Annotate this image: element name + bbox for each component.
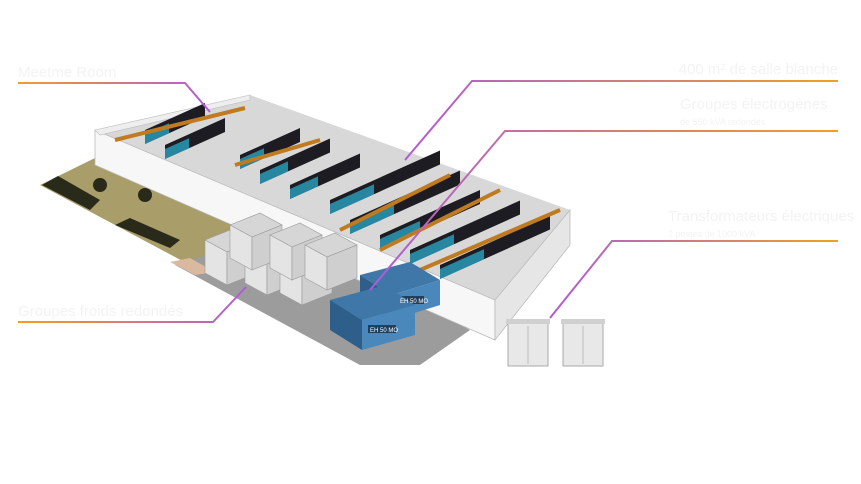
callout-transformers xyxy=(549,240,838,319)
rack-panel xyxy=(380,221,420,249)
label-generators-title: Groupes électrogènes xyxy=(680,96,828,113)
label-generators-sub: de 550 kVA redondés xyxy=(680,117,766,127)
building-floor xyxy=(95,95,570,300)
generator-badge-1: EH 50 MO xyxy=(400,299,428,305)
callout-generators xyxy=(369,130,838,291)
label-white-room: 400 m² de salle blanche xyxy=(678,61,838,78)
bushes xyxy=(42,176,180,248)
label-meetme-room: Meetme Room xyxy=(18,64,117,81)
rack-panel xyxy=(260,161,288,184)
rack-panel xyxy=(165,138,189,159)
label-transformers-sub: 2 postes de 1000 kVA xyxy=(668,229,756,239)
transformer-2 xyxy=(561,319,605,367)
label-transformers-title: Transformateurs électriques xyxy=(668,208,855,225)
chiller xyxy=(304,232,358,291)
callout-white-room xyxy=(404,80,838,161)
generator-2 xyxy=(330,285,415,350)
generator-badge-2: EH 50 MO xyxy=(370,328,398,334)
callout-meetme xyxy=(18,82,211,113)
label-cooling: Groupes froids redondés xyxy=(18,303,184,320)
rack-panel xyxy=(350,204,394,234)
rack-panel xyxy=(290,176,318,199)
roof-beams xyxy=(114,106,561,272)
building-wall-right xyxy=(494,208,571,342)
callout-lines xyxy=(18,80,838,323)
cooling-units xyxy=(204,212,358,306)
transformer-1 xyxy=(506,319,550,367)
callout-cooling xyxy=(18,286,247,323)
rack-panel xyxy=(330,184,374,214)
rack-panel xyxy=(440,249,484,279)
rack-panel xyxy=(410,234,454,264)
